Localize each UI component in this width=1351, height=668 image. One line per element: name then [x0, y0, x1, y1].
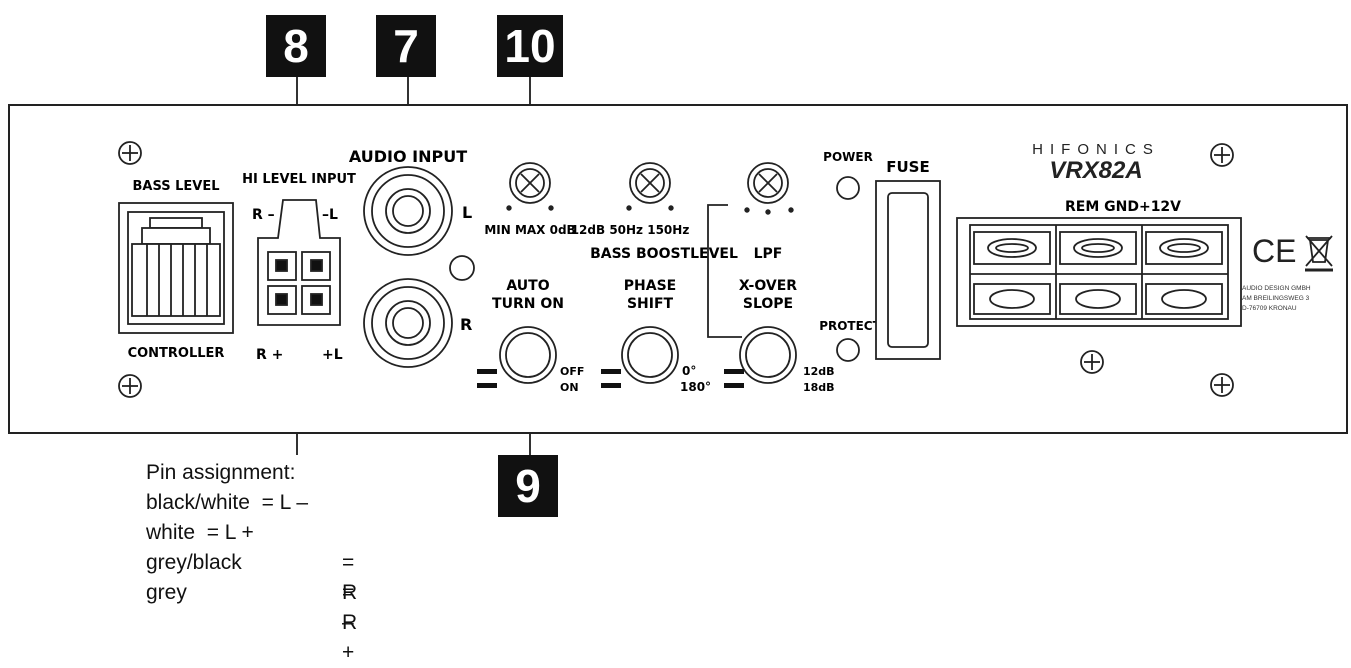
jack-indicator-icon: [449, 255, 475, 281]
audio-input-label: AUDIO INPUT: [349, 147, 467, 166]
pin-value: = L +: [206, 521, 254, 544]
xover-slope-indicator-icon: [724, 369, 744, 388]
phase-shift-indicator-icon: [601, 369, 621, 388]
phase-shift-switch-icon: [621, 326, 679, 384]
rj-port-icon: [118, 202, 234, 334]
pin-row-black-white: black/white = L –: [146, 488, 308, 518]
phase-shift-label-1: PHASE: [624, 278, 676, 294]
pin-name: grey/black: [146, 551, 242, 574]
auto-turn-on-switch-icon: [499, 326, 557, 384]
pin-name: black/white: [146, 491, 250, 514]
l-plus-label: +L: [322, 347, 343, 363]
auto-turn-on-indicator-icon: [477, 369, 497, 388]
pin-assignment: Pin assignment: black/white = L – white …: [146, 458, 357, 664]
auto-turn-on-label-2: TURN ON: [492, 296, 564, 312]
power-led-icon: [836, 176, 860, 200]
callout-7: 7: [376, 15, 436, 77]
xover-slope-label-1: X-OVER: [739, 278, 797, 294]
bass-boost-level-label: BASS BOOSTLEVEL: [590, 246, 738, 262]
pin-name: white: [146, 521, 196, 544]
power-terminal-block-icon: [956, 217, 1242, 327]
maker-line-1: AUDIO DESIGN GMBH: [1242, 285, 1311, 292]
protect-led-icon: [836, 338, 860, 362]
maker-line-3: D-76709 KRONAU: [1242, 305, 1297, 312]
gain-scale-label: MIN MAX 0dB: [484, 223, 575, 237]
fuse-label: FUSE: [886, 158, 929, 176]
screw-bottom-left-icon: [118, 374, 142, 398]
deg180-label: 180°: [680, 380, 711, 394]
pin-name: grey: [146, 581, 187, 604]
rca-left-jack-icon: [363, 166, 453, 256]
lpf-label: LPF: [754, 246, 783, 262]
ce-mark: CE: [1252, 233, 1296, 269]
pin-row-grey: grey = R +: [146, 578, 357, 664]
callout-8: 8: [266, 15, 326, 77]
off-label: OFF: [560, 365, 584, 378]
maker-line-2: AM BREILINGSWEG 3: [1242, 295, 1310, 302]
protect-label: PROTECT: [819, 319, 881, 333]
phase-shift-label-2: SHIFT: [627, 296, 674, 312]
terminals-label: REM GND+12V: [1065, 199, 1181, 215]
db18-label: 18dB: [803, 381, 835, 394]
controller-label: CONTROLLER: [128, 346, 225, 361]
bass-scale-label: 12dB 50Hz 150Hz: [571, 223, 690, 237]
r-minus-label: R –: [252, 207, 275, 223]
pin-row-white: white = L +: [146, 518, 308, 548]
xover-slope-label-2: SLOPE: [743, 296, 793, 312]
bass-boost-knob-icon: [626, 162, 674, 211]
hi-level-connector-icon: [257, 199, 341, 326]
pin-assignment-title: Pin assignment:: [146, 461, 296, 484]
weee-bin-icon: [1305, 235, 1333, 272]
channel-l-label: L: [462, 203, 472, 222]
r-plus-label: R +: [256, 347, 283, 363]
hi-level-input-label: HI LEVEL INPUT: [242, 172, 356, 187]
screw-top-left-icon: [118, 141, 142, 165]
pin-value: = L –: [261, 491, 309, 514]
lpf-xover-bracket: [707, 204, 742, 338]
auto-turn-on-label-1: AUTO: [506, 278, 549, 294]
channel-r-label: R: [460, 315, 472, 334]
model-label: VRX82A: [1049, 157, 1142, 184]
pin-value: = R –: [342, 551, 358, 634]
fuse-holder-icon: [875, 180, 941, 360]
amplifier-panel-diagram: BASS LEVEL CONTROLLER HI LEVEL INPUT R –…: [8, 77, 1348, 455]
power-label: POWER: [823, 150, 873, 164]
bass-level-label: BASS LEVEL: [132, 179, 219, 194]
gain-knob-icon: [506, 162, 554, 211]
screw-bottom-right-icon: [1210, 373, 1234, 397]
rca-right-jack-icon: [363, 278, 453, 368]
xover-slope-switch-icon: [739, 326, 797, 384]
brand-label: HIFONICS: [1032, 141, 1160, 158]
callout-9: 9: [498, 455, 558, 517]
on-label: ON: [560, 381, 579, 394]
screw-top-right-icon: [1210, 143, 1234, 167]
callout-10: 10: [497, 15, 563, 77]
lpf-knob-icon: [744, 162, 794, 215]
screw-terminal-icon: [1080, 350, 1104, 374]
pin-row-grey-black: grey/black = R –: [146, 548, 357, 634]
pin-value: = R +: [342, 581, 358, 664]
deg0-label: 0°: [682, 364, 696, 378]
db12-label: 12dB: [803, 365, 835, 378]
l-minus-label: –L: [322, 207, 338, 223]
